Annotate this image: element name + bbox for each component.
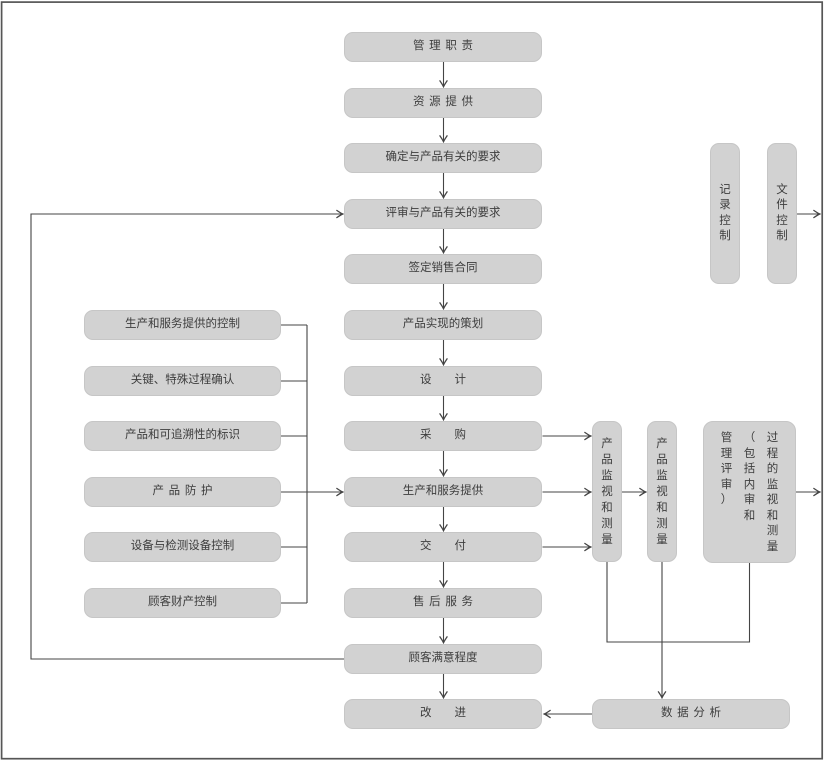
node-label: 签定销售合同 [408,262,478,275]
node-product-monitoring-measurement-1: 产品监视和测量 [592,421,622,562]
node-design: 设 计 [344,366,542,396]
node-label: 产 品 防 护 [152,485,213,498]
node-label: 确定与产品有关的要求 [385,151,501,164]
node-management-responsibility: 管 理 职 责 [344,32,542,62]
node-label: 数 据 分 析 [660,707,722,720]
arrow-feedback-satisfaction-to-review [30,209,345,660]
node-label: 产品监视和测量 [656,437,668,546]
node-product-traceability-identification: 产品和可追溯性的标识 [84,421,281,451]
node-label: 文件控制 [776,183,788,243]
node-after-sales-service: 售 后 服 务 [344,588,542,618]
node-label: 管 理 职 责 [412,40,474,53]
node-customer-satisfaction: 顾客满意程度 [344,644,542,674]
node-production-service-control: 生产和服务提供的控制 [84,310,281,340]
node-label: 设备与检测设备控制 [130,540,235,553]
line-monitoring1-drop [606,562,751,643]
node-label-line-1: 过程的监视和测量 [766,432,779,553]
node-product-protection: 产 品 防 护 [84,477,281,507]
node-label-line-2: （包括内审和 [743,432,756,522]
node-data-analysis: 数 据 分 析 [592,699,790,729]
node-label: 资 源 提 供 [412,96,474,109]
node-customer-property-control: 顾客财产控制 [84,588,281,618]
node-label: 关键、特殊过程确认 [130,374,235,387]
node-label: 生产和服务提供的控制 [125,318,240,331]
node-label: 交 付 [420,540,466,553]
node-label: 设 计 [420,374,466,387]
node-key-special-process-confirmation: 关键、特殊过程确认 [84,366,281,396]
node-label: 记录控制 [719,183,731,243]
node-label-line-3: 管理评审） [720,432,733,506]
node-resource-provision: 资 源 提 供 [344,88,542,118]
node-determine-product-requirements: 确定与产品有关的要求 [344,143,542,173]
node-label: 评审与产品有关的要求 [385,207,501,220]
node-process-monitoring-measurement: 过程的监视和测量 （包括内审和管理评审） [703,421,796,563]
node-improvement: 改 进 [344,699,542,729]
node-product-realization-planning: 产品实现的策划 [344,310,542,340]
node-label: 产品实现的策划 [402,318,484,331]
node-label: 产品和可追溯性的标识 [125,429,240,442]
node-label: 顾客财产控制 [148,596,217,609]
node-document-control: 文件控制 [767,143,797,284]
node-delivery: 交 付 [344,532,542,562]
node-production-service-provision: 生产和服务提供 [344,477,542,507]
node-label: 售 后 服 务 [412,596,474,609]
node-label: 产品监视和测量 [601,437,613,546]
node-sign-sales-contract: 签定销售合同 [344,254,542,284]
node-review-product-requirements: 评审与产品有关的要求 [344,199,542,229]
node-equipment-inspection-control: 设备与检测设备控制 [84,532,281,562]
node-label: 改 进 [420,707,466,720]
node-purchasing: 采 购 [344,421,542,451]
node-label: 顾客满意程度 [408,652,478,665]
node-record-control: 记录控制 [710,143,740,284]
node-label: 采 购 [420,429,466,442]
node-product-monitoring-measurement-2: 产品监视和测量 [647,421,677,562]
node-label: 生产和服务提供 [402,485,484,498]
